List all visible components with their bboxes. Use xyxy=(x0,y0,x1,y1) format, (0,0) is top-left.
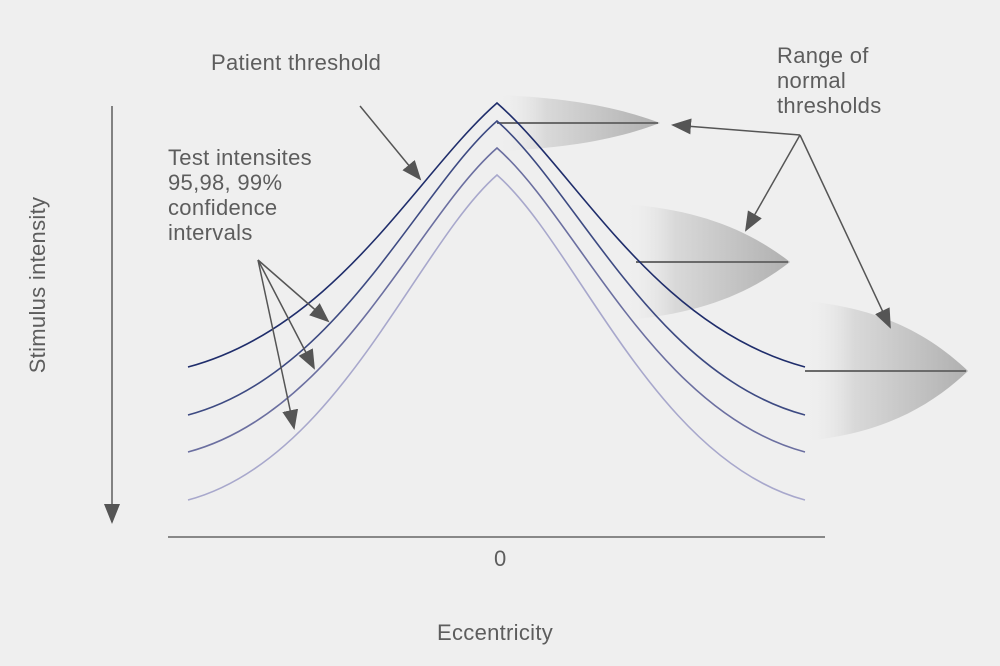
arrow-to-middle-distribution xyxy=(745,134,801,232)
arrow-to-95-curve xyxy=(257,259,330,323)
patient-threshold-curve xyxy=(187,101,806,368)
label-line: Test intensites xyxy=(168,145,312,170)
label-line: normal xyxy=(777,68,847,93)
patient-threshold-arrow xyxy=(359,105,422,181)
label-line: 95,98, 99% xyxy=(168,170,283,195)
arrow-to-top-distribution xyxy=(671,118,801,136)
x-axis-zero-tick: 0 xyxy=(494,546,507,571)
range-of-normal-thresholds-label: Range of normal thresholds xyxy=(777,43,882,118)
x-axis-label: Eccentricity xyxy=(437,620,554,645)
label-line: thresholds xyxy=(777,93,882,118)
ci-99-curve xyxy=(187,173,806,501)
normal-threshold-distributions xyxy=(497,95,968,441)
arrow-to-bottom-distribution xyxy=(799,134,891,329)
test-intensity-arrows xyxy=(257,259,330,430)
patient-threshold-label: Patient threshold xyxy=(211,50,382,75)
label-line: confidence xyxy=(168,195,278,220)
arrow-to-99-curve xyxy=(257,259,299,430)
ci-95-curve xyxy=(187,119,806,416)
label-line: Range of xyxy=(777,43,869,68)
test-intensities-label: Test intensites 95,98, 99% confidence in… xyxy=(168,145,312,245)
y-axis-label: Stimulus intensity xyxy=(25,196,50,374)
ci-98-curve xyxy=(187,146,806,453)
threshold-curves xyxy=(187,101,806,501)
arrow-to-98-curve xyxy=(257,259,315,370)
normal-range-arrows xyxy=(671,118,891,329)
label-line: intervals xyxy=(168,220,253,245)
